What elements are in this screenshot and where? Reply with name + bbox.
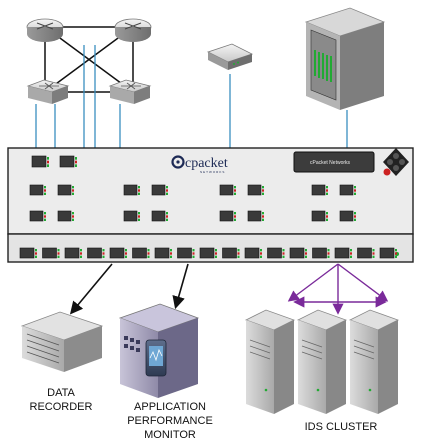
network-port: [339, 184, 356, 196]
appliance-brand-subtitle: NETWORKS: [200, 170, 225, 174]
blade-server-icon: [304, 7, 386, 110]
network-port: [29, 210, 46, 222]
port-array: [19, 155, 397, 259]
network-port: [219, 210, 236, 222]
router-icon: [26, 18, 64, 42]
network-device-icon: [206, 43, 254, 70]
arrow-to-performance-monitor: [172, 263, 189, 310]
data-recorder-label-line: RECORDER: [29, 401, 93, 413]
performance-monitor-label: APPLICATION PERFORMANCE MONITOR: [118, 400, 222, 442]
performance-monitor-label-line: MONITOR: [144, 429, 196, 441]
network-port: [42, 247, 60, 259]
network-port: [222, 247, 240, 259]
switch-icon: [26, 79, 70, 104]
data-recorder-icon: [20, 311, 104, 372]
network-port: [334, 247, 352, 259]
network-port: [199, 247, 217, 259]
network-port: [339, 210, 356, 222]
network-port: [132, 247, 150, 259]
appliance-brand-logo: cpacket: [185, 156, 228, 171]
network-port: [87, 247, 105, 259]
data-recorder-label: DATA RECORDER: [22, 386, 100, 414]
network-port: [379, 247, 397, 259]
network-port: [109, 247, 127, 259]
ids-server-icon: [296, 309, 348, 414]
network-port: [151, 210, 168, 222]
network-port: [154, 247, 172, 259]
network-port: [59, 155, 77, 168]
network-port: [151, 184, 168, 196]
network-port: [177, 247, 195, 259]
network-port: [29, 184, 46, 196]
network-port: [357, 247, 375, 259]
ids-cluster-label: IDS CLUSTER: [304, 421, 378, 433]
network-port: [312, 247, 330, 259]
network-port: [247, 184, 264, 196]
network-port: [31, 155, 49, 168]
network-port: [311, 184, 328, 196]
network-port: [64, 247, 82, 259]
network-port: [247, 210, 264, 222]
network-port: [123, 210, 140, 222]
network-port: [19, 247, 37, 259]
network-port: [57, 184, 74, 196]
appliance-display-text: cPacket Networks: [310, 160, 351, 166]
ids-server-icon: [244, 309, 296, 414]
network-port: [57, 210, 74, 222]
arrows-to-ids-cluster: [287, 263, 389, 315]
performance-monitor-label-line: APPLICATION: [134, 401, 206, 413]
network-port: [244, 247, 262, 259]
performance-monitor-label-line: PERFORMANCE: [127, 415, 213, 427]
performance-monitor-icon: [118, 303, 200, 398]
data-recorder-label-line: DATA: [47, 387, 75, 399]
network-port: [123, 184, 140, 196]
network-port: [289, 247, 307, 259]
network-port: [219, 184, 236, 196]
router-icon: [114, 18, 152, 42]
navigation-keypad-icon: [383, 148, 409, 176]
network-port: [267, 247, 285, 259]
switch-icon: [108, 79, 152, 104]
ids-server-icon: [348, 309, 400, 414]
tap-cables: [35, 45, 348, 148]
arrow-to-data-recorder: [69, 263, 113, 315]
network-port: [311, 210, 328, 222]
